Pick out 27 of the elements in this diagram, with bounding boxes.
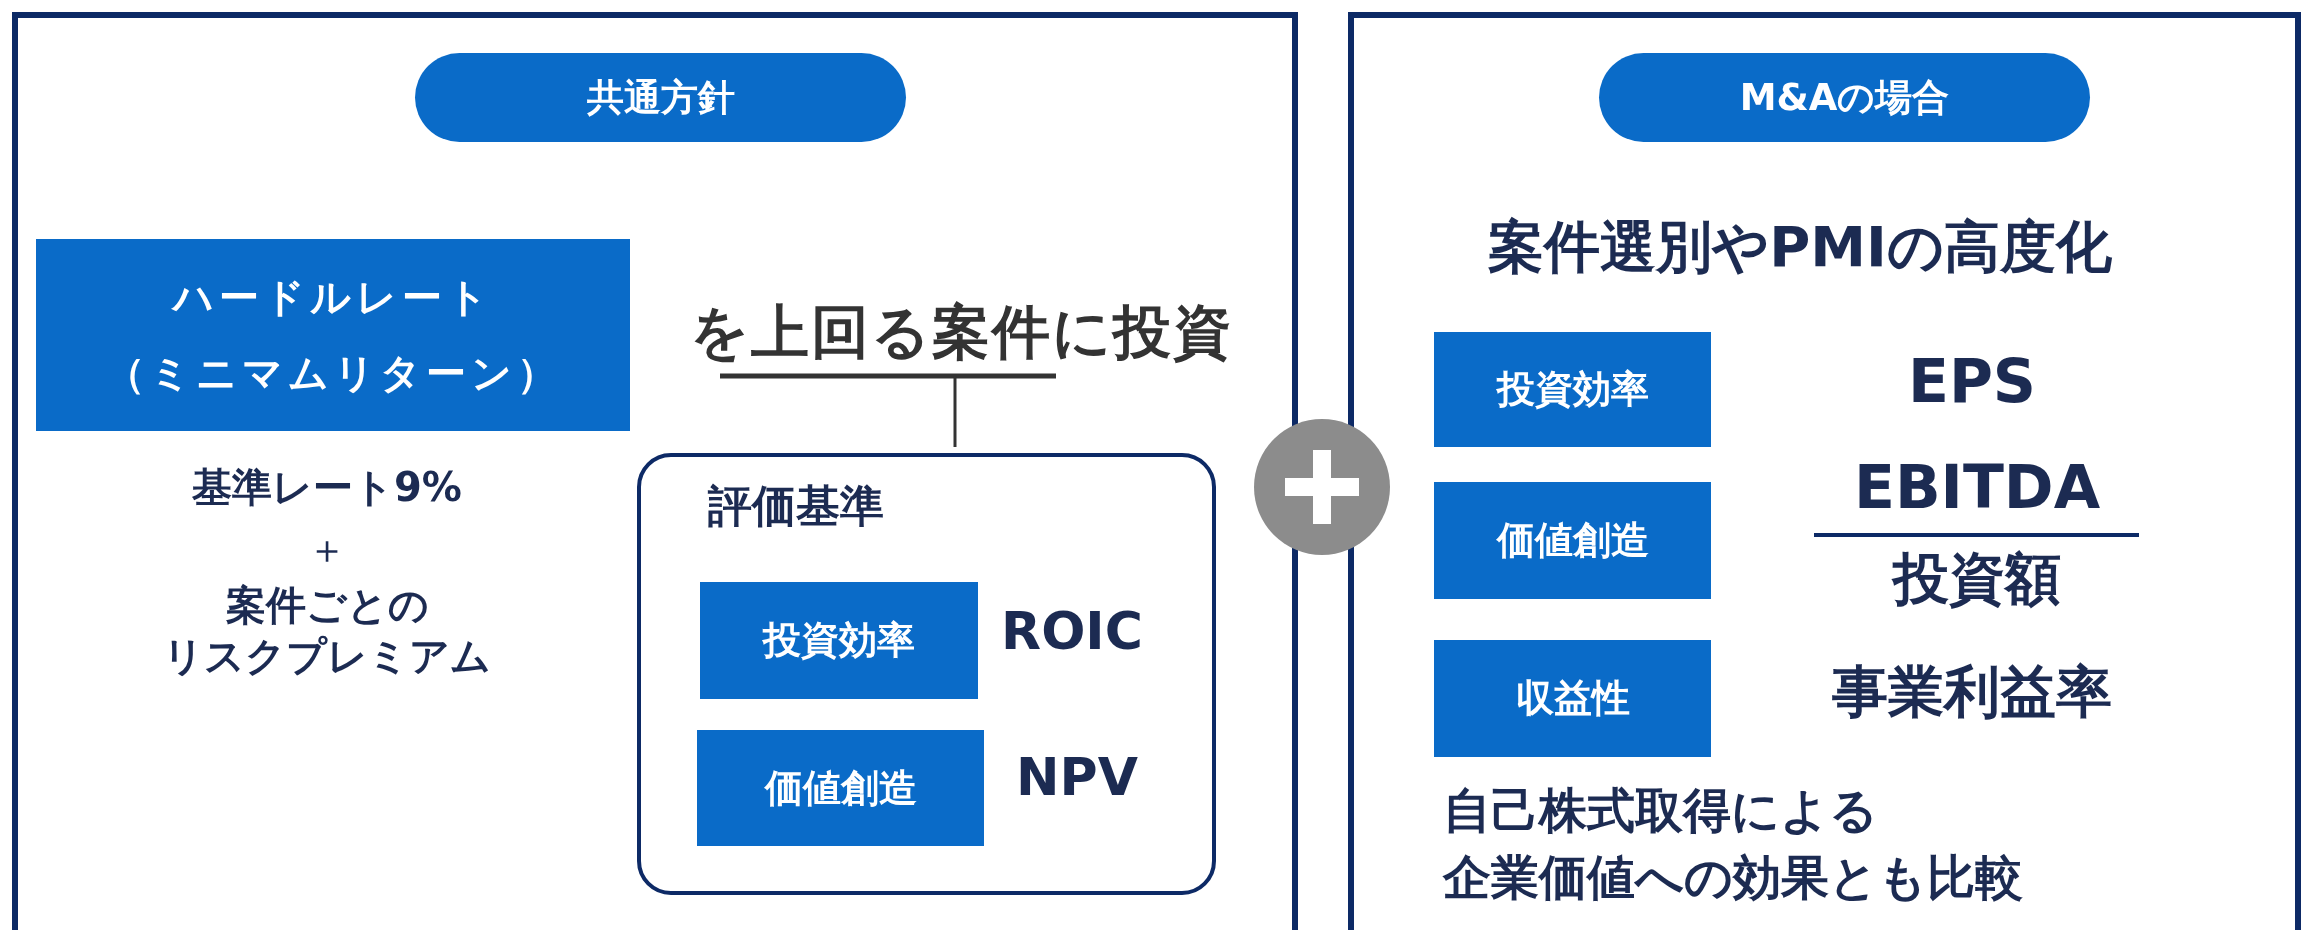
criteria-box — [637, 453, 1216, 895]
label-text: リスクプレミアム — [163, 631, 491, 681]
panel-frame — [1348, 12, 2301, 930]
label-box: 収益性 — [1434, 640, 1711, 757]
label-text: 事業利益率 — [1832, 658, 2112, 726]
heading-text: を上回る案件に投資 — [677, 294, 1245, 367]
label-text: ROIC — [1001, 601, 1143, 661]
plus-sign: ＋ — [307, 524, 347, 574]
connector-line — [953, 376, 957, 447]
label-text: 自己株式取得による — [1443, 781, 1878, 840]
label-text: 案件ごとの — [225, 580, 429, 630]
heading-pill: M&Aの場合 — [1599, 53, 2090, 142]
label-text: 基準レート9% — [192, 462, 462, 512]
label-text: EPS — [1907, 346, 2037, 416]
label-text: EBITDA — [1853, 452, 2101, 522]
box-heading: 評価基準 — [708, 479, 884, 533]
heading-pill: 共通方針 — [415, 53, 906, 142]
label-box: 価値創造 — [1434, 482, 1711, 599]
panel-frame — [12, 12, 1298, 930]
label-box: ハードルレート（ミニマムリターン） — [36, 239, 630, 431]
label-text: 投資額 — [1893, 545, 2061, 613]
label-text: 案件選別やPMIの高度化 — [1488, 213, 2112, 281]
label-box: 投資効率 — [1434, 332, 1711, 447]
label-text: NPV — [1016, 747, 1138, 807]
label-box: 投資効率 — [700, 582, 978, 699]
label-text: 企業価値への効果とも比較 — [1443, 848, 2023, 907]
label-box: 価値創造 — [697, 730, 984, 846]
